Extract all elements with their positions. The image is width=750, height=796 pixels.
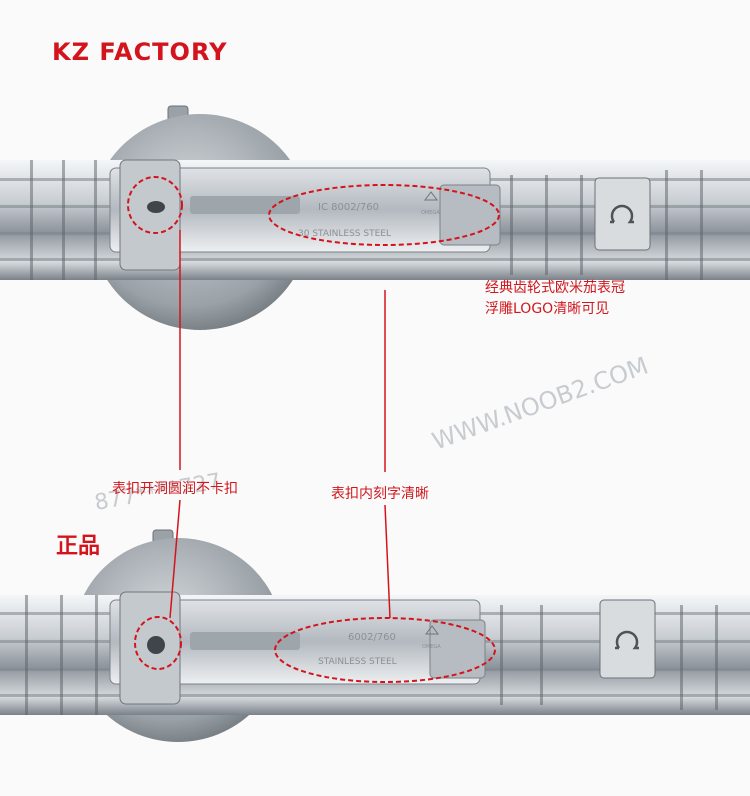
bottom-watch: 6002/760 STAINLESS STEEL OMEGA — [0, 529, 750, 742]
top-clasp-hole — [147, 201, 165, 213]
bottom-hole-highlight — [134, 616, 182, 670]
annotation-crown-logo-line2: 浮雕LOGO清晰可见 — [485, 301, 610, 317]
bottom-engraving-highlight — [274, 617, 496, 683]
genuine-label: 正品 — [56, 534, 101, 559]
bottom-clasp-hole — [147, 636, 165, 654]
top-engraving-highlight — [268, 184, 500, 246]
annotation-engraving: 表扣内刻字清晰 — [331, 486, 429, 502]
watermark-site: WWW.NOOB2.COM — [428, 352, 651, 456]
top-engraving-stamp: OMEGA — [421, 210, 440, 216]
annotation-crown-logo-line1: 经典齿轮式欧米茄表冠 — [485, 280, 625, 296]
annotation-crown-logo: 经典齿轮式欧米茄表冠 浮雕LOGO清晰可见 — [485, 278, 625, 320]
omega-logo-icon — [615, 630, 639, 650]
annotation-leader-lines — [169, 230, 391, 619]
omega-logo-icon — [610, 204, 634, 224]
top-engraving-material: 30 STAINLESS STEEL — [298, 229, 391, 239]
top-engraving-ref: IC 8002/760 — [318, 202, 379, 213]
annotation-clasp-hole: 表扣开洞圆润不卡扣 — [112, 481, 238, 497]
bottom-engraving-material: STAINLESS STEEL — [318, 657, 397, 667]
top-watch: IC 8002/760 30 STAINLESS STEEL OMEGA — [0, 105, 750, 330]
bottom-engraving-ref: 6002/760 — [348, 632, 396, 643]
bottom-engraving-stamp: OMEGA — [422, 644, 441, 650]
brand-title: KZ FACTORY — [52, 38, 228, 66]
top-hole-highlight — [127, 176, 183, 234]
